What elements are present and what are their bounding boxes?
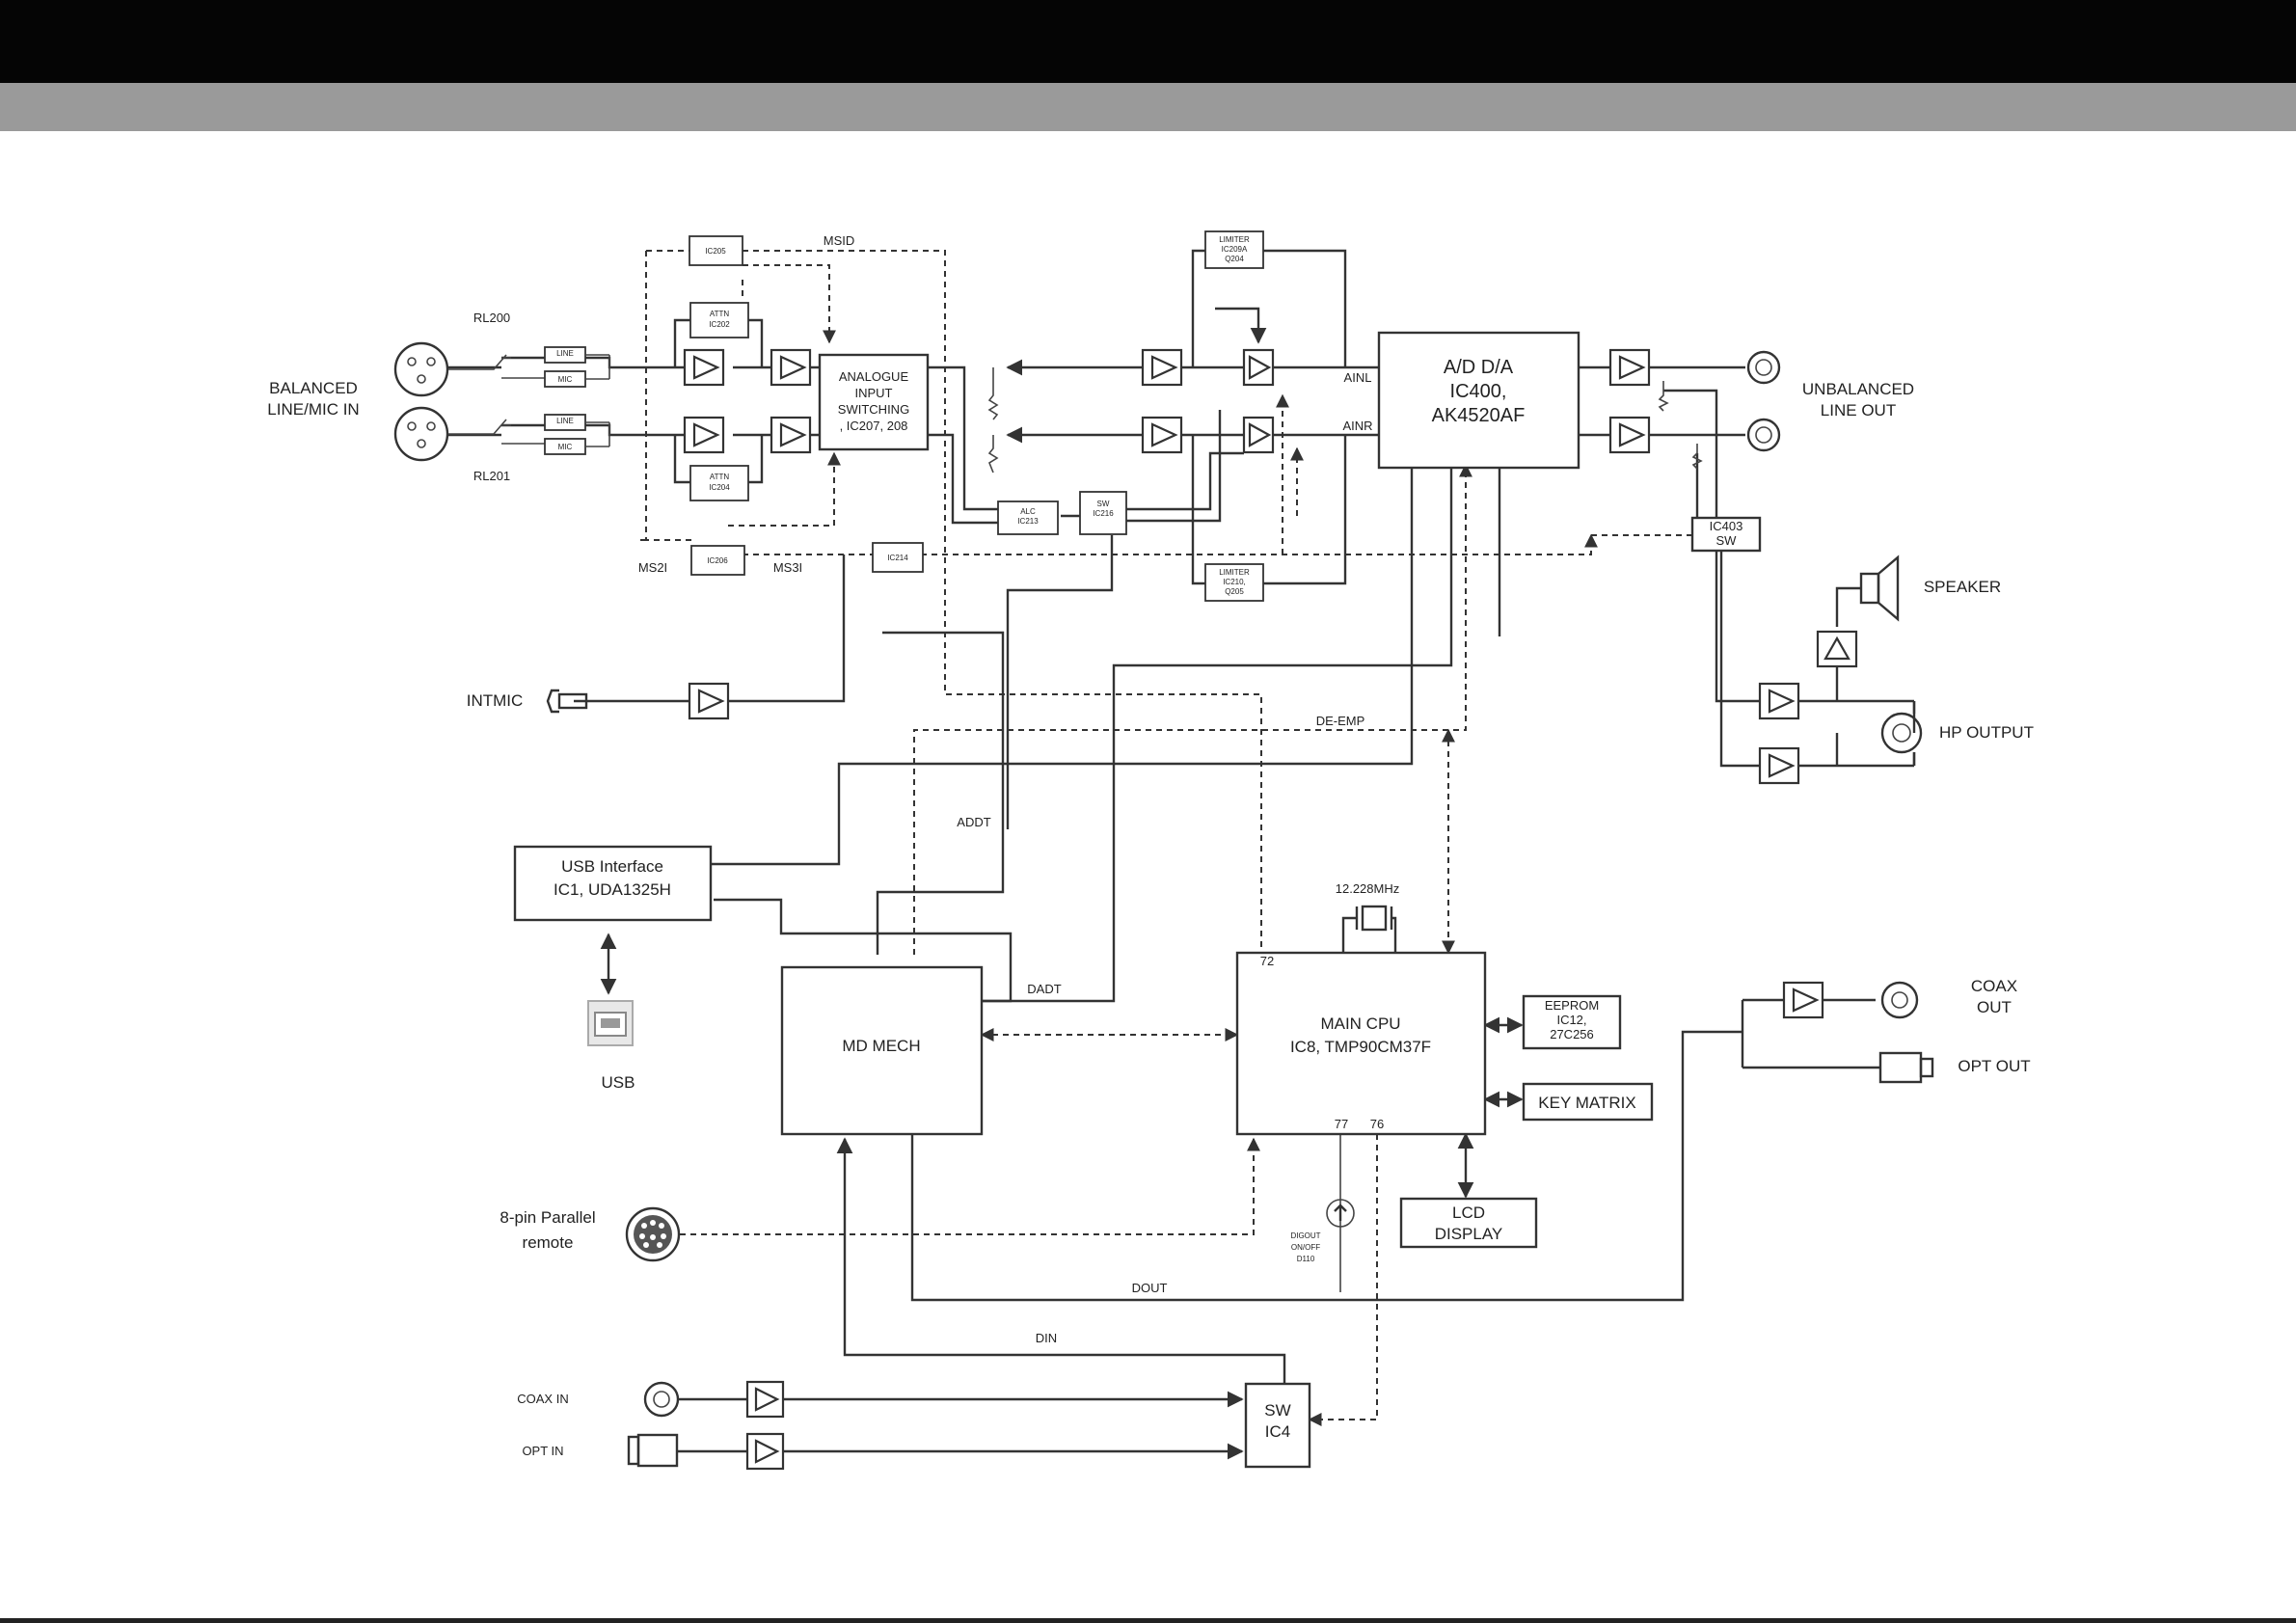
- line-label-1: LINE: [556, 349, 574, 358]
- pin-76-label: 76: [1370, 1117, 1384, 1131]
- opt-out-connector-icon: [1878, 1051, 1934, 1084]
- crystal-icon: [1355, 905, 1393, 932]
- ic206-box: [690, 545, 745, 576]
- ms3i-label: MS3I: [773, 560, 802, 575]
- headphone-jack-icon: [1880, 701, 1923, 766]
- attn-ic202-box: [689, 302, 749, 338]
- ic205-box: [689, 235, 743, 266]
- coax-out-jack-icon: [1880, 981, 1919, 1019]
- ic214-box: [872, 542, 924, 573]
- intmic-label: INTMIC: [467, 691, 524, 710]
- footer-line: [0, 1618, 2296, 1623]
- attn-ic204-box: [689, 465, 749, 501]
- speaker-icon: [1859, 555, 1900, 622]
- ic205-label: IC205: [705, 247, 726, 256]
- md-mech-block: [780, 965, 984, 1136]
- analogue-input-switching-block: [818, 353, 930, 451]
- output-section: [1658, 350, 1934, 1084]
- ic206-label: IC206: [707, 556, 728, 565]
- ms2i-label: MS2I: [638, 560, 667, 575]
- xlr-connector-icon: [393, 406, 449, 462]
- de-emp-label: DE-EMP: [1316, 714, 1365, 728]
- dadt-label: DADT: [1027, 982, 1061, 996]
- xlr-connector-icon: [393, 341, 449, 397]
- balanced-input-section: [393, 235, 930, 576]
- lcd-display-block: [1399, 1197, 1538, 1249]
- addt-label: ADDT: [957, 815, 990, 829]
- key-matrix-label: KEY MATRIX: [1538, 1094, 1635, 1112]
- key-matrix-block: [1522, 1082, 1654, 1122]
- ad-da-ic400-block: [1377, 331, 1580, 470]
- crystal-label: 12.228MHz: [1336, 881, 1399, 896]
- sw-ic4-block: [1244, 1382, 1311, 1469]
- pin-72-label: 72: [1260, 954, 1274, 968]
- rl200-label: RL200: [473, 311, 510, 325]
- limiter-ic209a-box: [1204, 230, 1264, 269]
- digital-section: [513, 689, 1654, 1469]
- microphone-icon: [546, 689, 588, 714]
- usb-label: USB: [602, 1073, 635, 1092]
- ainr-label: AINR: [1342, 419, 1372, 433]
- adc-chain: [987, 230, 1580, 602]
- coax-in-jack-icon: [643, 1381, 680, 1418]
- opt-out-label: OPT OUT: [1958, 1057, 2030, 1075]
- pin-77-label: 77: [1335, 1117, 1348, 1131]
- mic-label-1: MIC: [558, 375, 573, 384]
- ic214-label: IC214: [887, 554, 908, 562]
- header-bar: [0, 0, 2296, 83]
- opt-in-connector-icon: [627, 1433, 679, 1468]
- control-wires: [639, 250, 1692, 1426]
- amplifiers: [683, 348, 1858, 1471]
- ainl-label: AINL: [1344, 370, 1372, 385]
- mic-label-2: MIC: [558, 443, 573, 451]
- usb-connector-icon: [587, 1000, 634, 1046]
- dout-label: DOUT: [1132, 1281, 1168, 1295]
- rl201-label: RL201: [473, 469, 510, 483]
- alc-ic213-box: [997, 500, 1059, 535]
- opt-in-label: OPT IN: [522, 1444, 563, 1458]
- din-connector-icon: [625, 1206, 681, 1262]
- line-label-2: LINE: [556, 417, 574, 425]
- ic403-sw-box: [1690, 516, 1762, 553]
- msid-label: MSID: [824, 233, 855, 248]
- subheader-bar: [0, 83, 2296, 131]
- coax-in-label: COAX IN: [517, 1392, 568, 1406]
- din-label: DIN: [1036, 1331, 1057, 1345]
- usb-interface-block: [513, 845, 713, 922]
- speaker-label: SPEAKER: [1924, 578, 2001, 596]
- sw-ic216-box: [1079, 491, 1127, 535]
- main-cpu-block: [1235, 951, 1487, 1136]
- hp-output-label: HP OUTPUT: [1939, 723, 2034, 742]
- eeprom-block: [1522, 994, 1622, 1050]
- md-mech-label: MD MECH: [842, 1037, 920, 1055]
- limiter-ic210-box: [1204, 563, 1264, 602]
